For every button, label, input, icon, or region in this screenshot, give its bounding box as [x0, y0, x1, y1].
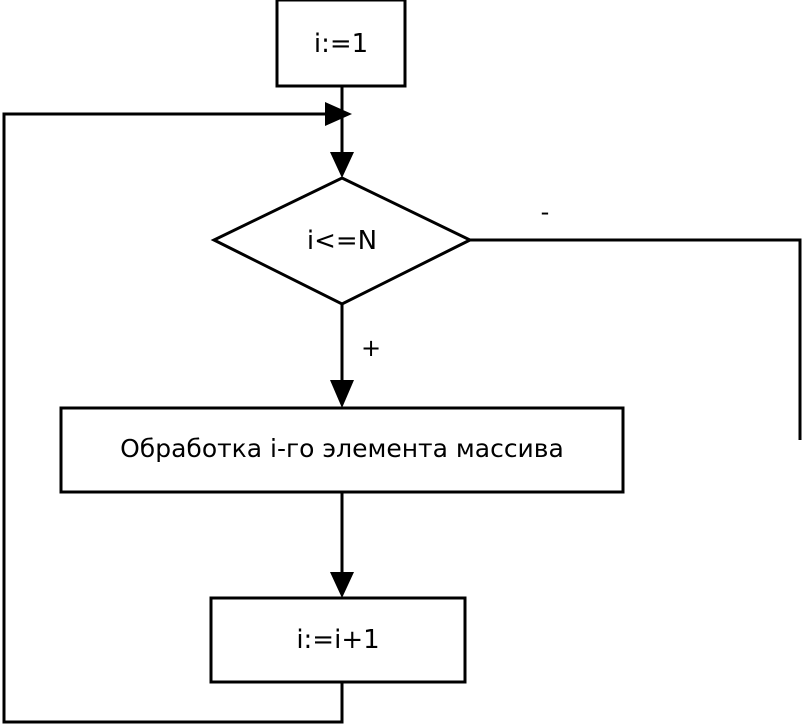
condition-label: i<=N — [307, 226, 377, 256]
connectors — [2, 86, 802, 724]
condition-diamond — [210, 176, 474, 306]
init-label: i:=1 — [314, 29, 368, 59]
increment-box — [209, 596, 467, 684]
process-label: Обработка i-го элемента массива — [120, 434, 564, 463]
arrowhead-increment-in — [330, 572, 354, 598]
arrowhead-loop-back — [325, 102, 352, 126]
arrowheads — [325, 102, 354, 598]
exit-branch-line — [470, 238, 802, 440]
increment-label: i:=i+1 — [296, 625, 379, 655]
arrowhead-condition-in — [330, 152, 354, 178]
yes-branch-label: + — [361, 334, 381, 362]
no-branch-label: - — [541, 198, 550, 226]
process-box — [59, 406, 625, 494]
arrowhead-process-in — [330, 380, 354, 408]
loop-back-line — [2, 112, 344, 724]
init-box — [275, 0, 407, 88]
